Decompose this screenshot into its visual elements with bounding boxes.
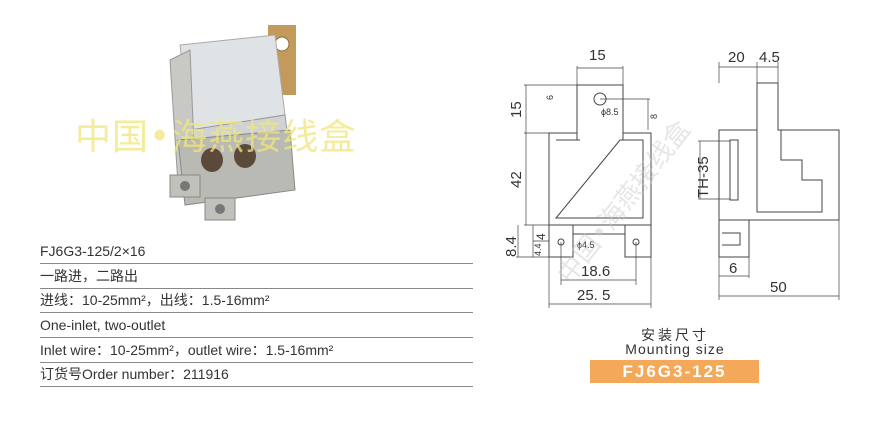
dim-hole-offset: 6: [545, 95, 555, 100]
dim-foot: 6: [729, 260, 737, 277]
dim-mount-hole: ϕ4.5: [577, 240, 595, 250]
terminal-hole: [201, 148, 223, 172]
spec-line: 订货号Order number：211916: [40, 362, 473, 387]
terminal-hole: [234, 144, 256, 168]
caption-cn: 安装尺寸: [641, 327, 709, 343]
dim-foot-b: 4.4: [533, 243, 543, 256]
model-label: FJ6G3-125: [590, 360, 759, 383]
dim-overall-width: 25. 5: [577, 287, 610, 304]
watermark: 中国•海燕接线盒: [75, 117, 357, 158]
dim-rail: TH-35: [695, 156, 712, 198]
drawing-watermark: 中国•海燕接线盒: [552, 115, 697, 289]
dim-foot-height: 8.4: [503, 236, 520, 257]
product-photo: [169, 25, 296, 221]
dim-overall: 50: [770, 279, 787, 296]
side-view-outline: [718, 82, 840, 221]
dim-hole-spacing: 18.6: [581, 263, 610, 280]
dim-depth-a: 20: [728, 49, 745, 66]
dim-tab-height: 15: [508, 101, 525, 118]
dim-foot-a: 4: [534, 233, 548, 240]
spec-line: One-inlet, two-outlet: [40, 313, 473, 338]
caption-en: Mounting size: [625, 341, 725, 357]
dim-hole-dia: ϕ8.5: [601, 107, 619, 117]
spec-line: 一路进，二路出: [40, 264, 473, 289]
dim-tab-width: 15: [589, 47, 606, 64]
product-title: FJ6G3-125/2×16: [40, 239, 473, 264]
spec-line: 进线：10-25mm²，出线：1.5-16mm²: [40, 288, 473, 313]
spec-line: Inlet wire：10-25mm²，outlet wire：1.5-16mm…: [40, 338, 473, 363]
dim-depth-b: 4.5: [759, 49, 780, 66]
dim-body-height: 42: [508, 171, 525, 188]
dim-hole-depth: 8: [649, 114, 659, 119]
